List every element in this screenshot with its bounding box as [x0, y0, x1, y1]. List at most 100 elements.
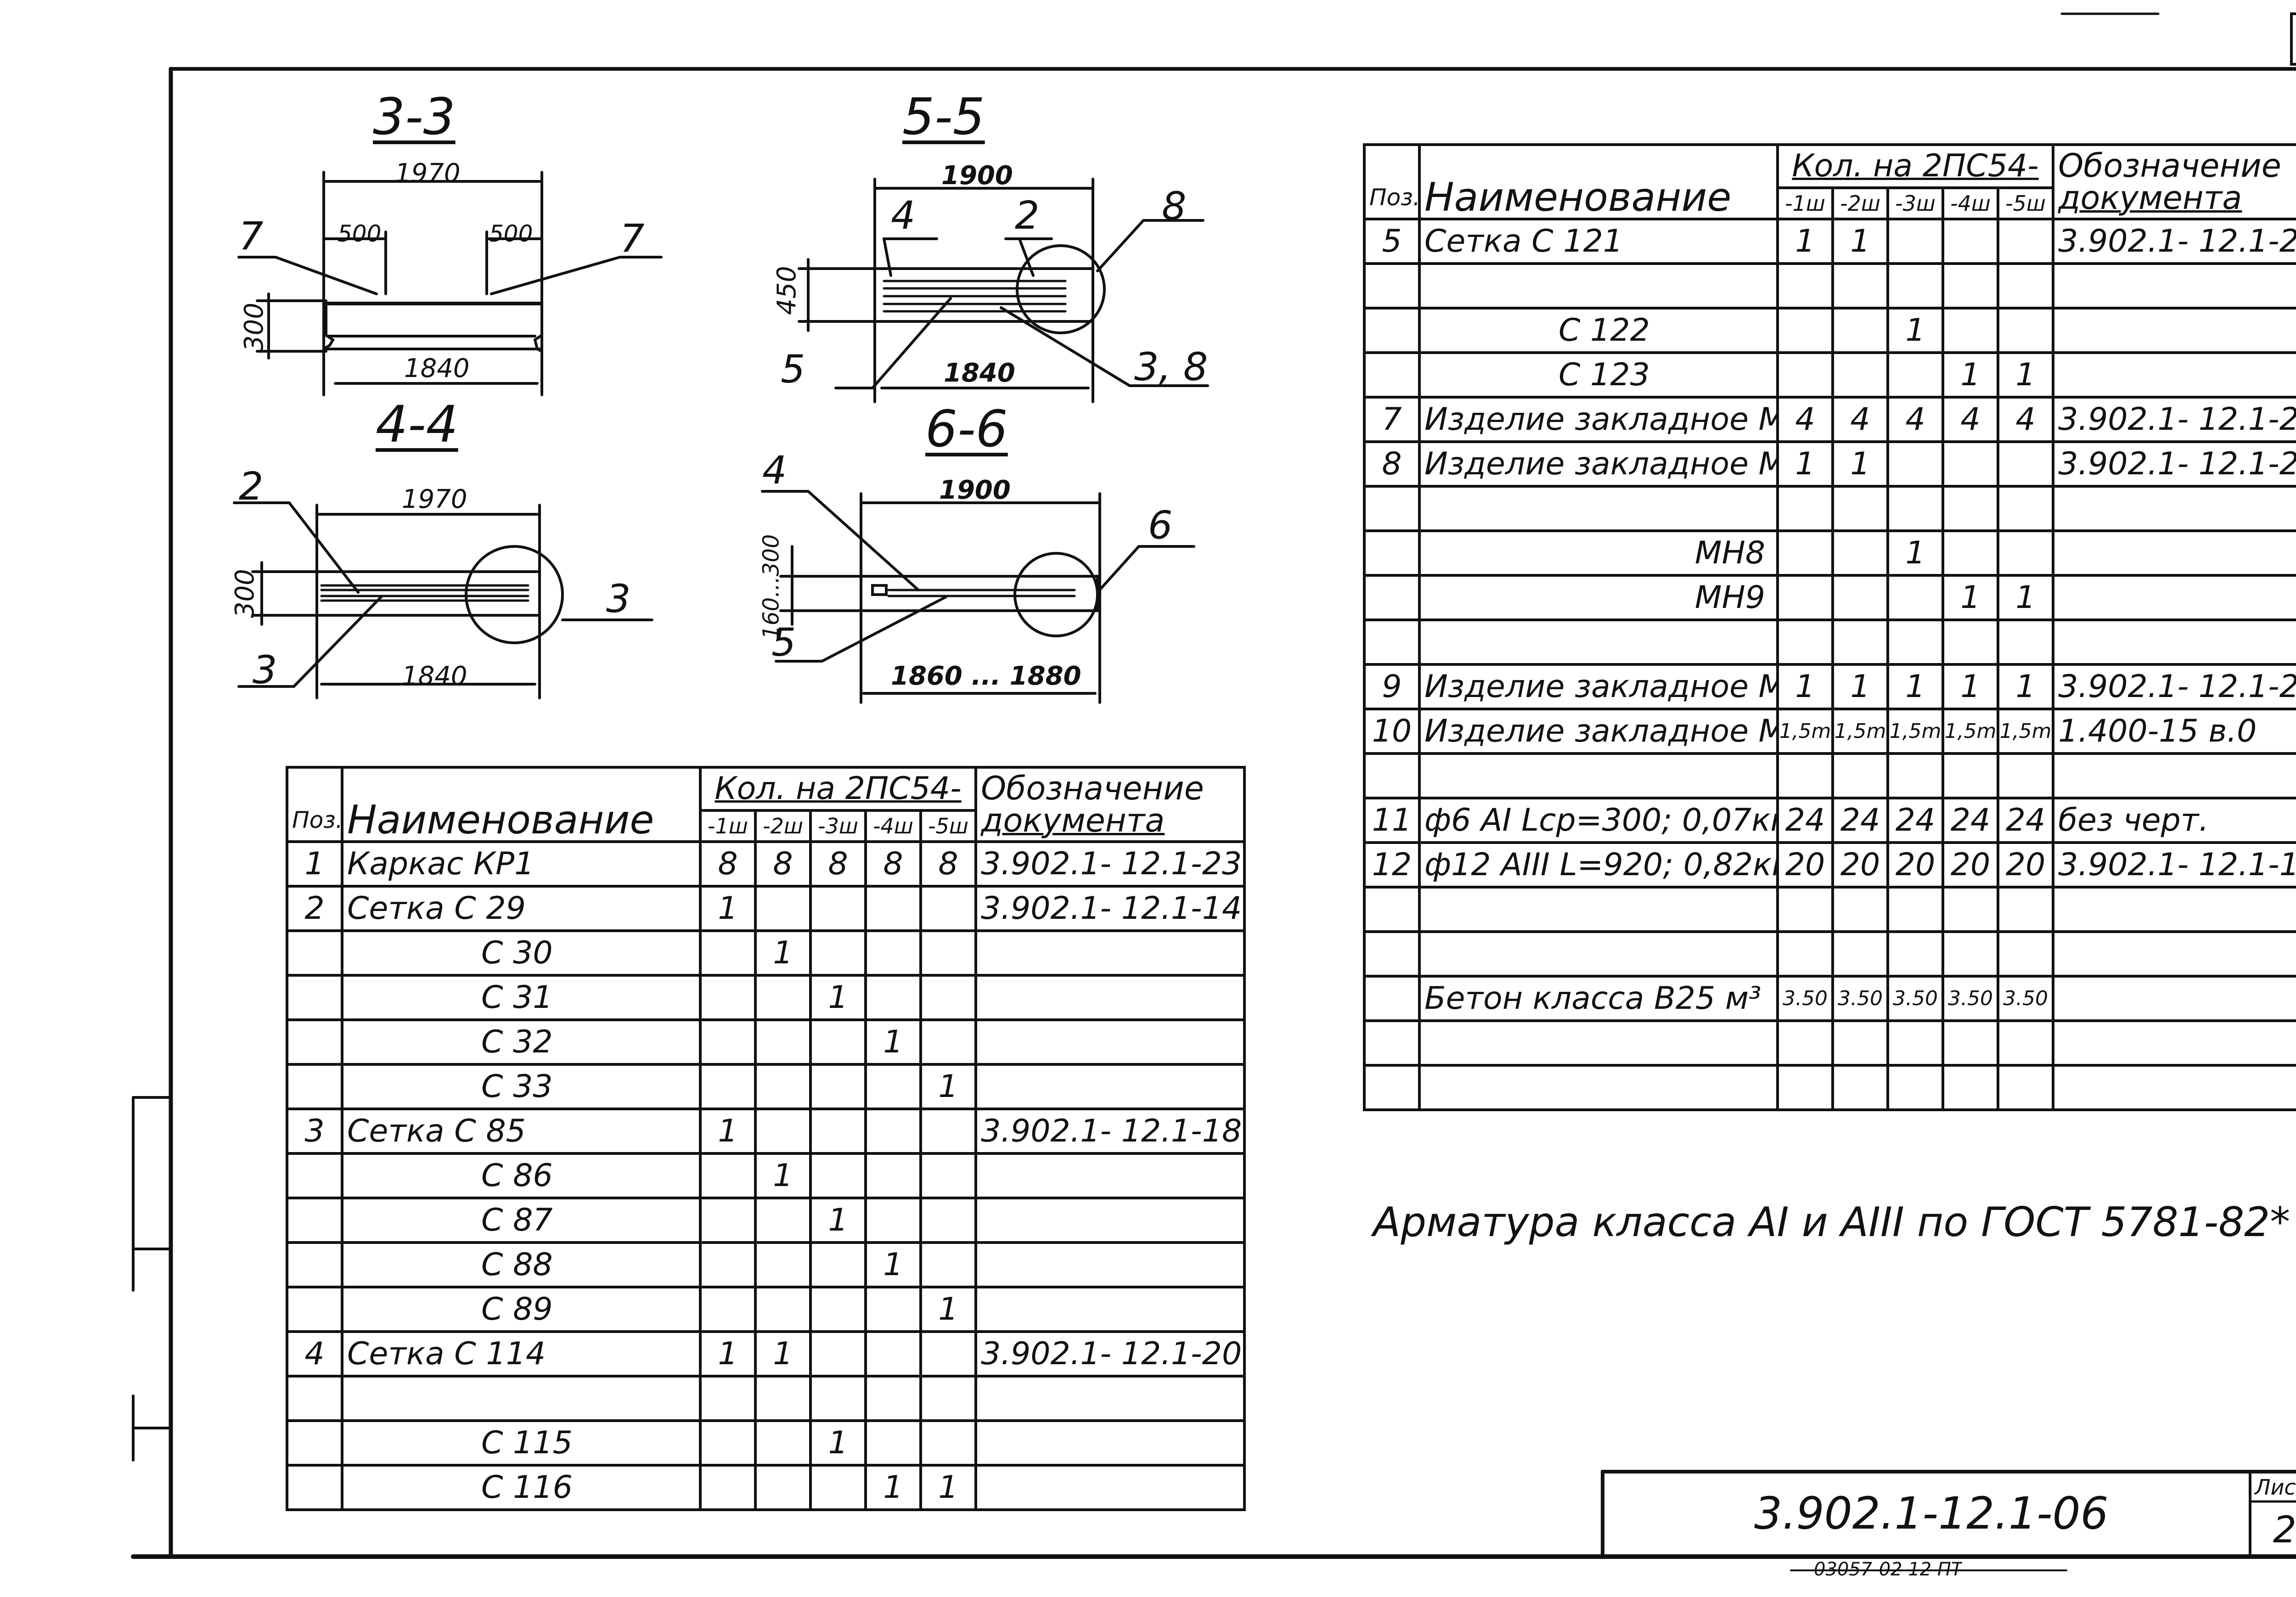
- cell-qty-2: [1831, 1064, 1889, 1111]
- cell-qty-4: [1941, 1019, 1999, 1067]
- cell-doc: 3.902.1- 12.1-25: [2052, 396, 2296, 443]
- cell-pos: 9: [1363, 663, 1421, 710]
- s55-leader-d: 3, 8: [1134, 344, 1208, 389]
- cell-qty-5: [919, 974, 978, 1021]
- cell-qty-1: 1: [1776, 440, 1834, 488]
- cell-pos: [286, 974, 343, 1021]
- sheet-label: Лист: [2255, 1475, 2296, 1500]
- cell-name: С 30: [341, 929, 702, 977]
- section-6-6-title: 6-6: [925, 399, 1008, 458]
- cell-doc: [2052, 886, 2296, 933]
- cell-qty-3: [809, 1241, 867, 1288]
- cell-qty-3: [809, 1375, 867, 1422]
- s66-dim-bottom: 1860 ... 1880: [891, 661, 1081, 691]
- cell-qty-3: [809, 1330, 867, 1378]
- cell-name: [1418, 1019, 1779, 1067]
- cell-qty-2: [1831, 886, 1889, 933]
- cell-qty-2: 8: [754, 840, 812, 888]
- cell-qty-5: 4: [1996, 396, 2055, 443]
- cell-pos: [1363, 1019, 1421, 1067]
- cell-qty-2: [754, 1241, 812, 1288]
- cell-qty-3: [809, 1464, 867, 1511]
- cell-doc: [974, 1375, 1246, 1422]
- cell-name: [1418, 485, 1779, 532]
- cell-qty-2: 1: [754, 929, 812, 977]
- spec-table-right: Поз. Наименование Кол. на 2ПС54- Обознач…: [1363, 143, 2296, 1111]
- table-row: [286, 1375, 1246, 1422]
- cell-qty-2: [1831, 351, 1889, 399]
- cell-pos: 11: [1363, 797, 1421, 844]
- cell-qty-4: [864, 1197, 922, 1244]
- s33-leader-left: 7: [239, 214, 264, 259]
- cell-qty-5: 8: [919, 840, 978, 888]
- cell-qty-2: [754, 1063, 812, 1110]
- cell-pos: [1363, 262, 1421, 309]
- cell-qty-3: [1886, 1019, 1944, 1067]
- cell-pos: [1363, 529, 1421, 577]
- cell-qty-3: [1886, 930, 1944, 978]
- cell-doc: [974, 1419, 1246, 1467]
- s44-dim-top: 1970: [402, 484, 467, 514]
- s55-dim-bottom: 1840: [944, 358, 1015, 388]
- cell-qty-5: [1996, 619, 2055, 666]
- cell-pos: [1363, 752, 1421, 799]
- table-row: С 30 1: [286, 929, 1246, 977]
- cell-qty-1: [1776, 619, 1834, 666]
- cell-name: Сетка С 85: [341, 1108, 702, 1155]
- cell-qty-1: [1776, 351, 1834, 399]
- cell-pos: 1: [286, 840, 343, 888]
- cell-qty-1: 20: [1776, 841, 1834, 888]
- cell-name: С 88: [341, 1241, 702, 1288]
- cell-qty-3: [1886, 886, 1944, 933]
- cell-qty-2: [754, 1419, 812, 1467]
- header-pos: Поз.: [1363, 143, 1421, 220]
- cell-pos: [286, 929, 343, 977]
- cell-qty-2: 3.50: [1831, 975, 1889, 1022]
- cell-qty-1: [699, 1152, 757, 1199]
- cell-qty-3: [1886, 351, 1944, 399]
- header-qty: Кол. на 2ПС54-: [698, 766, 978, 812]
- header-pos: Поз.: [286, 766, 343, 843]
- cell-qty-5: [919, 1108, 978, 1155]
- cell-qty-4: [1941, 1064, 1999, 1111]
- s55-leader-a: 4: [891, 193, 916, 238]
- cell-name: С 122: [1418, 307, 1779, 354]
- cell-doc: 3.902.1- 12.1-27: [2052, 440, 2296, 488]
- cell-pos: [286, 1464, 343, 1511]
- cell-qty-3: [1886, 619, 1944, 666]
- cell-name: Изделие закладное МН538: [1418, 708, 1779, 755]
- cell-pos: 8: [1363, 440, 1421, 488]
- cell-qty-5: 3.50: [1996, 975, 2055, 1022]
- cell-qty-1: [1776, 574, 1834, 621]
- cell-name: С 115: [341, 1419, 702, 1467]
- cell-qty-5: [1996, 262, 2055, 309]
- table-row: [1363, 619, 2296, 666]
- cell-qty-3: [1886, 440, 1944, 488]
- cell-pos: 10: [1363, 708, 1421, 755]
- cell-doc: [974, 1197, 1246, 1244]
- cell-qty-3: [809, 929, 867, 977]
- cell-qty-2: 1: [1831, 218, 1889, 265]
- cell-qty-2: [1831, 1019, 1889, 1067]
- cell-qty-4: [1941, 529, 1999, 577]
- cell-qty-5: [919, 1152, 978, 1199]
- s55-dim-height: 450: [771, 266, 802, 315]
- cell-qty-2: [1831, 930, 1889, 978]
- cell-qty-2: 1,5m: [1831, 708, 1889, 755]
- cell-doc: [2052, 485, 2296, 532]
- cell-pos: [286, 1152, 343, 1199]
- cell-qty-2: [1831, 529, 1889, 577]
- s44-dim-height: 300: [230, 569, 260, 618]
- cell-doc: [2052, 529, 2296, 577]
- cell-name: С 31: [341, 974, 702, 1021]
- cell-qty-4: [1941, 930, 1999, 978]
- cell-qty-4: [864, 1286, 922, 1333]
- cell-pos: 12: [1363, 841, 1421, 888]
